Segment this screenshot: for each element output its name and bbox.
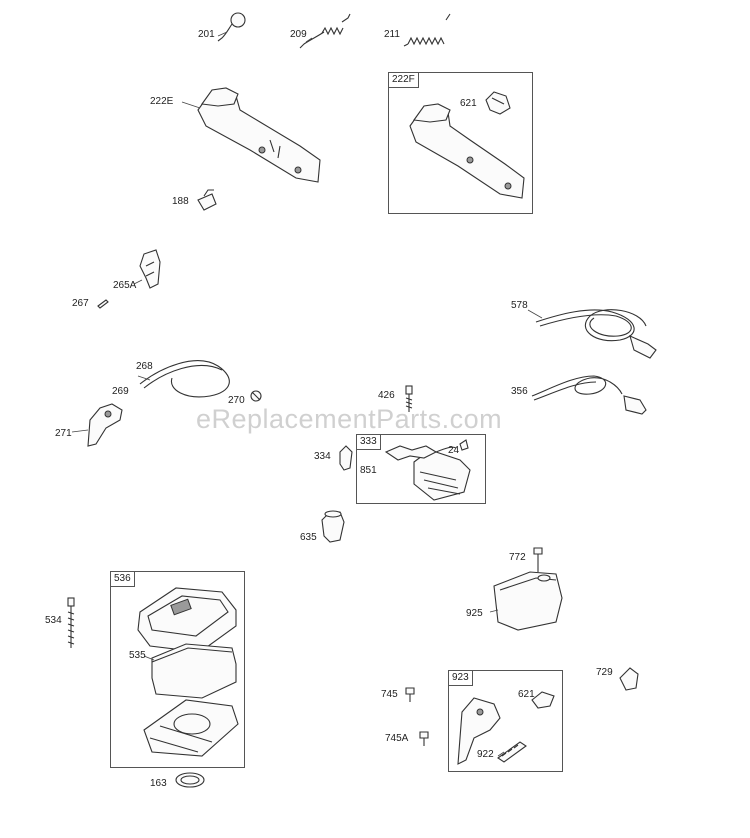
label-271: 271: [55, 428, 72, 439]
group-label-536: 536: [111, 572, 135, 587]
part-267-pin: [97, 299, 109, 309]
label-209: 209: [290, 29, 307, 40]
part-211-spring: [403, 13, 451, 47]
group-box-923: 923: [448, 670, 563, 772]
part-271-lever: [71, 403, 123, 447]
part-534-stud: [67, 597, 75, 648]
part-536-cover: [137, 587, 237, 653]
part-925-fuel-tank: [489, 571, 563, 631]
part-334-clip: [339, 445, 353, 471]
label-268: 268: [136, 361, 153, 372]
label-621-top: 621: [460, 98, 477, 109]
part-163-gasket: [175, 772, 205, 788]
label-534: 534: [45, 615, 62, 626]
group-label-333: 333: [357, 435, 381, 450]
part-222E-bracket: [181, 87, 321, 183]
group-box-333: 333: [356, 434, 486, 504]
label-270: 270: [228, 395, 245, 406]
part-745-screw: [405, 687, 415, 702]
label-851: 851: [360, 465, 377, 476]
label-201: 201: [198, 29, 215, 40]
group-label-222F: 222F: [389, 73, 419, 88]
group-box-222F: 222F: [388, 72, 533, 214]
part-536-base: [143, 699, 239, 757]
part-356-cable: [531, 375, 647, 415]
label-745A: 745A: [385, 733, 409, 744]
part-729-clip: [619, 667, 639, 691]
group-label-923: 923: [449, 671, 473, 686]
part-201-clip: [217, 12, 246, 42]
group-box-536: 536: [110, 571, 245, 768]
label-621-bottom: 621: [518, 689, 535, 700]
part-268-cable: [137, 360, 230, 398]
part-188-screw: [197, 189, 217, 211]
label-265A: 265A: [113, 280, 137, 291]
label-267: 267: [72, 298, 89, 309]
part-923-bracket: [457, 691, 555, 765]
label-211: 211: [384, 29, 400, 40]
label-222E: 222E: [150, 96, 174, 107]
part-209-spring: [299, 13, 351, 49]
label-188: 188: [172, 196, 189, 207]
part-222F-bracket: [409, 91, 525, 199]
part-270-clip: [250, 390, 262, 402]
part-426-bolt: [405, 385, 413, 412]
part-535-filter: [143, 643, 237, 699]
label-269: 269: [112, 386, 129, 397]
label-745: 745: [381, 689, 398, 700]
label-635: 635: [300, 532, 317, 543]
label-772: 772: [509, 552, 526, 563]
label-535: 535: [129, 650, 146, 661]
label-24: 24: [448, 445, 460, 456]
label-925: 925: [466, 608, 483, 619]
label-922: 922: [477, 749, 494, 760]
label-334: 334: [314, 451, 331, 462]
part-745A-screw: [419, 731, 429, 746]
label-729: 729: [596, 667, 613, 678]
part-635-shield: [321, 510, 345, 543]
watermark: eReplacementParts.com: [196, 404, 503, 434]
part-265A-bracket: [133, 249, 161, 289]
part-333-armature: [384, 439, 471, 501]
label-426: 426: [378, 390, 395, 401]
part-772-bolt: [533, 547, 543, 572]
label-163: 163: [150, 778, 167, 789]
label-578: 578: [511, 300, 528, 311]
part-578-cable: [527, 309, 657, 359]
label-356: 356: [511, 386, 528, 397]
